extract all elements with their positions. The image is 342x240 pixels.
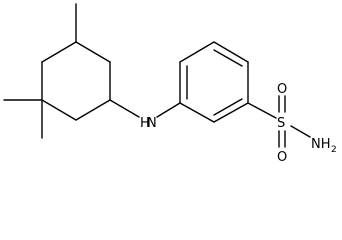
atom-label-sulfonamide-n: NH (311, 137, 331, 152)
bond-s-n (290, 125, 311, 138)
benzene-ring (179, 41, 249, 123)
atom-label-amine-n-letter: N (147, 116, 157, 131)
sulfonyl-bonds (278, 95, 311, 148)
atom-label-sulfur: S (277, 116, 285, 131)
chemical-structure-diagram: H N S O O NH 2 (3, 3, 337, 165)
bond-benzene-to-sulfur (247, 102, 277, 119)
bond-benzene-2 (179, 41, 215, 63)
atom-label-oxygen-bottom: O (277, 150, 287, 165)
bond-benzene-5-inner (213, 98, 243, 116)
bond-ring-c6-c1 (41, 41, 77, 63)
atom-label-amine-n: H (140, 116, 150, 131)
bond-benzene-5 (213, 102, 249, 123)
bond-ring-c1-c2 (75, 41, 111, 63)
cyclohexane-ring (41, 41, 111, 121)
bond-nh-to-benzene (156, 102, 181, 118)
bond-benzene-6 (179, 102, 215, 123)
bond-ring-c4-c5 (41, 99, 77, 121)
structure-canvas: H N S O O NH 2 (3, 3, 337, 165)
methyl-groups (3, 3, 77, 139)
atom-label-oxygen-top: O (277, 82, 287, 97)
bond-ring-c3-c4 (75, 99, 111, 121)
bond-benzene-3-inner (213, 49, 243, 67)
bond-ring-to-nh (109, 99, 140, 118)
bond-benzene-3 (213, 41, 249, 63)
atom-label-sulfonamide-subscript: 2 (331, 145, 337, 155)
